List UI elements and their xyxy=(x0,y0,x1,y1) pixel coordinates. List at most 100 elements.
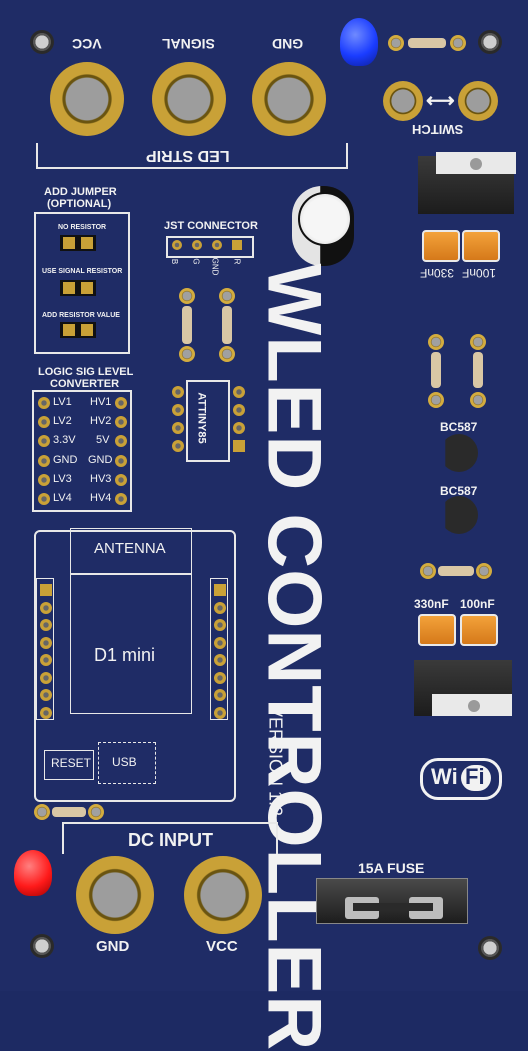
lc-pin xyxy=(38,416,50,428)
level-converter-title-2: CONVERTER xyxy=(50,378,120,390)
cap-330nf-bottom xyxy=(418,614,456,646)
jumper-option-1: NO RESISTOR xyxy=(58,224,107,231)
attiny-pin-1 xyxy=(233,440,245,452)
switch-pad-right[interactable] xyxy=(458,81,498,121)
jumper-option-3: ADD RESISTOR VALUE xyxy=(42,312,120,319)
wifi-text-wi: Wi xyxy=(431,764,458,789)
switch-pad-left[interactable] xyxy=(383,81,423,121)
cap-100nf-bottom xyxy=(460,614,498,646)
lc-left-6: LV4 xyxy=(53,492,72,504)
attiny-pin xyxy=(172,404,184,416)
d1mini-reset-label[interactable]: RESET xyxy=(51,756,92,770)
jumper-box xyxy=(34,212,130,354)
resistor-top xyxy=(408,38,446,48)
red-led xyxy=(14,850,52,896)
led-vcc-pad[interactable] xyxy=(50,62,124,136)
jumper-title-1: ADD JUMPER xyxy=(44,186,117,198)
voltage-regulator-top xyxy=(418,152,516,214)
d1mini-header-pin xyxy=(214,636,226,649)
d1mini-reset-box xyxy=(44,750,94,780)
resistor-pad xyxy=(476,563,492,579)
mounting-hole-top-right xyxy=(478,30,502,54)
d1mini-antenna-label: ANTENNA xyxy=(94,540,166,557)
d1mini-header-pin xyxy=(214,706,226,719)
lc-right-3: 5V xyxy=(96,434,110,446)
d1mini-header-outline xyxy=(36,578,54,720)
cap-330nf-top xyxy=(422,230,460,262)
mounting-hole-bottom-left xyxy=(30,934,54,958)
d1mini-header-pin xyxy=(214,619,226,631)
jst-outline xyxy=(166,236,254,258)
jst-pin-g xyxy=(192,240,202,250)
resistor-pad xyxy=(179,346,195,362)
d1mini-header-pin xyxy=(40,706,52,719)
cap-top-label-100: 100nF xyxy=(462,266,497,280)
electrolytic-capacitor xyxy=(292,186,354,266)
d1mini-antenna-box xyxy=(70,528,192,574)
mounting-hole-bottom-right xyxy=(478,936,502,960)
resistor-pad xyxy=(388,35,404,51)
d1mini-header-pin xyxy=(40,654,52,666)
dc-gnd-pad[interactable] xyxy=(76,856,154,934)
led-signal-label: SIGNAL xyxy=(162,36,215,52)
wifi-logo: Wi Fi xyxy=(420,758,502,800)
d1mini-name: D1 mini xyxy=(94,645,156,665)
wifi-fi-badge xyxy=(461,765,491,791)
cap-bottom-label-330: 330nF xyxy=(414,597,449,611)
switch-arrow: ⟷ xyxy=(426,90,455,112)
attiny-label: ATTINY85 xyxy=(195,392,208,444)
jst-title: JST CONNECTOR xyxy=(164,220,258,232)
lc-right-6: HV4 xyxy=(90,492,112,504)
d1mini-header-pin xyxy=(40,636,52,649)
transistor-1 xyxy=(445,434,478,472)
resistor-vertical-1 xyxy=(182,306,192,344)
wifi-text-fi: Fi xyxy=(465,764,485,789)
resistor-vertical-2 xyxy=(222,306,232,344)
attiny-pin xyxy=(172,422,184,434)
resistor-pad xyxy=(470,392,486,408)
blue-led xyxy=(340,18,378,66)
lc-pin xyxy=(115,435,127,447)
dc-input-title: DC INPUT xyxy=(128,830,213,850)
lc-right-2: HV2 xyxy=(90,415,112,427)
dc-input-bracket xyxy=(62,822,278,854)
lc-left-1: LV1 xyxy=(53,396,72,408)
lc-pin xyxy=(115,397,127,409)
resistor-pad xyxy=(219,288,235,304)
jumper-2[interactable] xyxy=(60,280,96,296)
dc-vcc-pad[interactable] xyxy=(184,856,262,934)
jumper-3[interactable] xyxy=(60,322,96,338)
resistor-pad xyxy=(470,334,486,350)
resistor-pad xyxy=(179,288,195,304)
jumper-1[interactable] xyxy=(60,235,96,251)
attiny-pin xyxy=(172,386,184,398)
jst-pin-label-b: B xyxy=(170,258,180,265)
lc-pin xyxy=(38,435,50,447)
d1mini-header-pin xyxy=(214,601,226,614)
lc-pin xyxy=(38,493,50,505)
lc-right-4: GND xyxy=(88,454,113,466)
led-strip-bracket xyxy=(36,143,348,169)
jst-pin-b xyxy=(172,240,182,250)
led-strip-title: LED STRIP xyxy=(146,147,230,164)
d1mini-header-pin xyxy=(40,584,52,596)
resistor-pad xyxy=(428,334,444,350)
led-signal-pad[interactable] xyxy=(152,62,226,136)
lc-pin xyxy=(115,474,127,486)
voltage-regulator-bottom xyxy=(414,660,512,716)
dc-gnd-label: GND xyxy=(96,938,130,955)
d1mini-header-pin xyxy=(214,671,226,684)
fuse-holder xyxy=(316,878,468,924)
lc-pin xyxy=(115,455,127,467)
cap-top-label-330: 330nF xyxy=(420,266,455,280)
led-gnd-pad[interactable] xyxy=(252,62,326,136)
resistor-pad xyxy=(34,804,50,820)
d1mini-module-box xyxy=(70,574,192,714)
lc-left-4: GND xyxy=(53,454,78,466)
jst-pin-label-gnd: GND xyxy=(210,257,220,276)
resistor-pad xyxy=(88,804,104,820)
lc-left-3: 3.3V xyxy=(53,434,76,446)
board-version: VERSION 1.2 xyxy=(265,704,286,817)
resistor-vertical-4 xyxy=(473,352,483,388)
d1mini-header-pin xyxy=(214,689,226,701)
